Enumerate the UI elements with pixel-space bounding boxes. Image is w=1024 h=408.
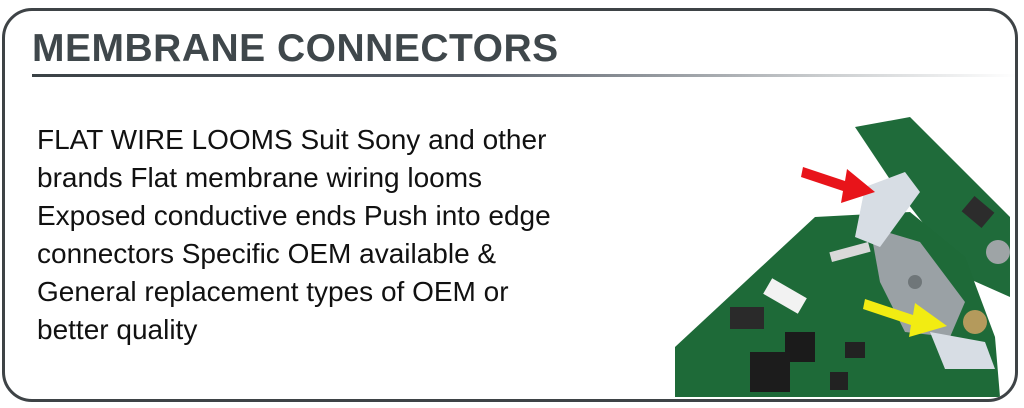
chip-3	[750, 352, 790, 392]
upper-board-chip	[961, 195, 995, 229]
bracket-screw	[908, 275, 922, 289]
chip-1	[730, 307, 764, 329]
upper-board-disc	[986, 240, 1010, 264]
upper-board	[855, 117, 1010, 297]
chip-4	[845, 342, 865, 358]
red-arrow-icon	[801, 167, 875, 203]
yellow-arrow-icon	[863, 299, 947, 337]
title-underline	[32, 74, 1015, 77]
barcode-label	[763, 278, 807, 314]
section-title: MEMBRANE CONNECTORS	[32, 27, 559, 70]
membrane-connectors-card: MEMBRANE CONNECTORS FLAT WIRE LOOMS Suit…	[2, 8, 1018, 402]
flex-cable-bottom	[930, 332, 995, 369]
chip-5	[830, 372, 848, 390]
description-text: FLAT WIRE LOOMS Suit Sony and other bran…	[37, 124, 551, 345]
circuit-board-photo	[675, 117, 1010, 397]
edge-connector	[829, 241, 871, 263]
bracket-disc	[963, 310, 987, 334]
